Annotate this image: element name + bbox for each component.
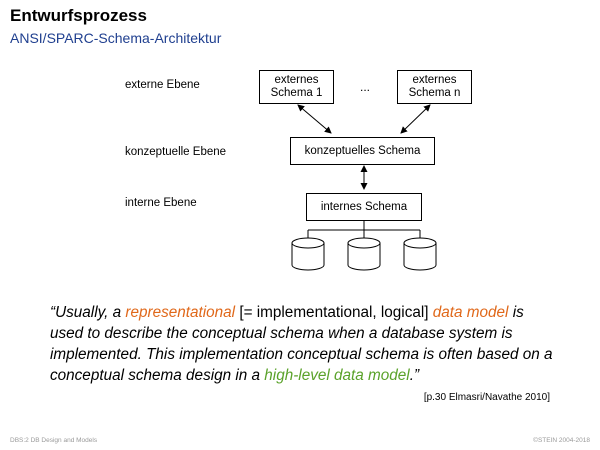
quote-part-2: [= implementational, logical] xyxy=(235,304,433,321)
external-schema-1-line1: externes xyxy=(274,74,319,86)
internal-schema-label: internes Schema xyxy=(320,200,408,213)
database-icon xyxy=(403,237,437,271)
level-label-internal: interne Ebene xyxy=(125,197,197,209)
quote-highlight-data-model: data model xyxy=(432,304,509,321)
quote-part-1: “Usually, a xyxy=(50,304,126,321)
quote-text: “Usually, a representational [= implemen… xyxy=(50,302,560,386)
database-icon xyxy=(291,237,325,271)
quote-highlight-high-level: high-level data model xyxy=(264,367,410,384)
quote-part-3: is used to describe the conceptual schem… xyxy=(50,304,553,384)
quote-part-4: .” xyxy=(409,367,420,384)
arrow-externaln-conceptual xyxy=(400,104,431,134)
external-schema-n-line1: externes xyxy=(412,74,457,86)
citation: [p.30 Elmasri/Navathe 2010] xyxy=(423,392,550,403)
schema-architecture-diagram xyxy=(291,104,437,271)
level-label-conceptual: konzeptuelle Ebene xyxy=(125,146,227,158)
database-icons xyxy=(291,230,437,271)
slide-subtitle: ANSI/SPARC-Schema-Architektur xyxy=(10,30,222,46)
slide-title: Entwurfsprozess xyxy=(10,6,147,25)
external-schema-n-line2: Schema n xyxy=(408,87,461,99)
external-schema-n-box: externes Schema n xyxy=(397,70,472,104)
arrow-external1-conceptual xyxy=(297,104,332,134)
database-icon xyxy=(347,237,381,271)
conceptual-schema-label: konzeptuelles Schema xyxy=(304,144,421,157)
external-schema-1-box: externes Schema 1 xyxy=(259,70,334,104)
footer-left: DBS:2 DB Design and Models xyxy=(10,437,98,444)
external-schema-1-line2: Schema 1 xyxy=(270,87,323,99)
footer-right: ©STEIN 2004-2018 xyxy=(533,437,590,444)
conceptual-schema-box: konzeptuelles Schema xyxy=(290,137,435,165)
ellipsis: ... xyxy=(360,80,371,94)
internal-schema-box: internes Schema xyxy=(306,193,422,221)
quote-highlight-representational: representational xyxy=(125,304,236,321)
level-label-external: externe Ebene xyxy=(125,79,200,91)
